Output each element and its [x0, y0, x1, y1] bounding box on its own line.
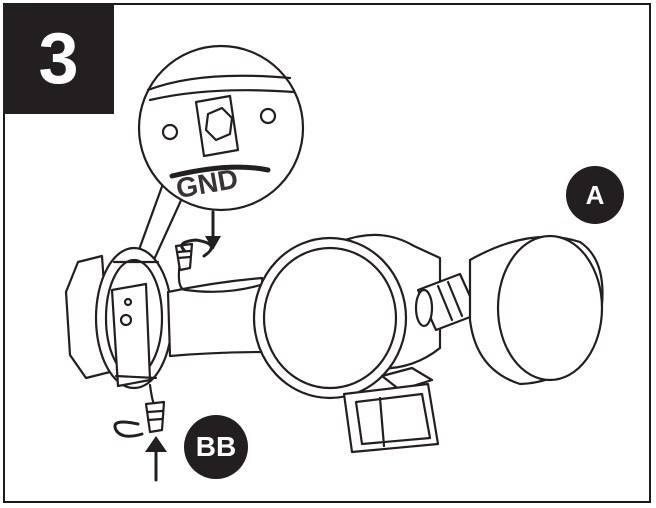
junction-box	[64, 246, 174, 390]
wire-nut-top	[174, 242, 194, 272]
lamp-left	[252, 236, 408, 400]
wire-top	[177, 260, 272, 293]
motion-sensor	[342, 366, 440, 454]
callout-bb: BB	[184, 415, 248, 479]
twist-arrow-icon	[180, 238, 213, 258]
up-arrow-icon	[145, 436, 167, 482]
wire-bottom	[148, 383, 156, 406]
zoom-detail	[137, 44, 305, 212]
callout-a: A	[566, 166, 624, 224]
lamp-right-neck	[414, 272, 480, 332]
wire-nut-bb	[144, 400, 166, 434]
step-number-badge: 3	[3, 3, 114, 114]
twist-arrow-icon	[113, 420, 144, 438]
lamp-right	[468, 234, 604, 386]
down-arrow-icon	[205, 210, 221, 250]
